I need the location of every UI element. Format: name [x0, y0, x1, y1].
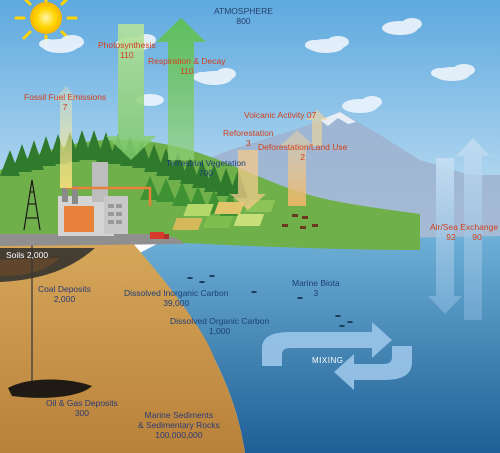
truck-icon — [150, 232, 169, 239]
volcanic-label: Volcanic Activity 07 — [244, 110, 317, 120]
air-sea-up-arrow — [456, 138, 490, 320]
earth-subsurface — [0, 240, 245, 453]
road — [0, 234, 184, 246]
soils-label: Soils 2,000 — [6, 250, 49, 260]
air-sea-down-arrow — [428, 158, 462, 314]
mixing-arrows-icon — [262, 322, 412, 390]
fossil-fuel-arrow — [54, 86, 78, 188]
factory — [58, 162, 152, 236]
volcanic-arrow — [306, 110, 328, 146]
air-sea-label: Air/Sea Exchange 92 90 — [430, 222, 499, 242]
marine-sediments-label: Marine Sediments & Sedimentary Rocks 100… — [138, 410, 220, 440]
respiration-arrow — [156, 18, 206, 160]
mountain-snow — [320, 112, 356, 126]
cattle — [282, 214, 318, 229]
marine-biota-icon — [187, 275, 353, 327]
oil-derrick-icon — [23, 179, 41, 231]
deforestation-arrow — [280, 130, 314, 206]
mixing-label: MIXING — [312, 356, 344, 365]
reforestation-arrow — [230, 150, 266, 210]
coal-seam — [0, 258, 60, 276]
photosynthesis-arrow — [106, 24, 156, 160]
forest — [0, 130, 248, 198]
oil-gas-pocket — [8, 379, 92, 398]
